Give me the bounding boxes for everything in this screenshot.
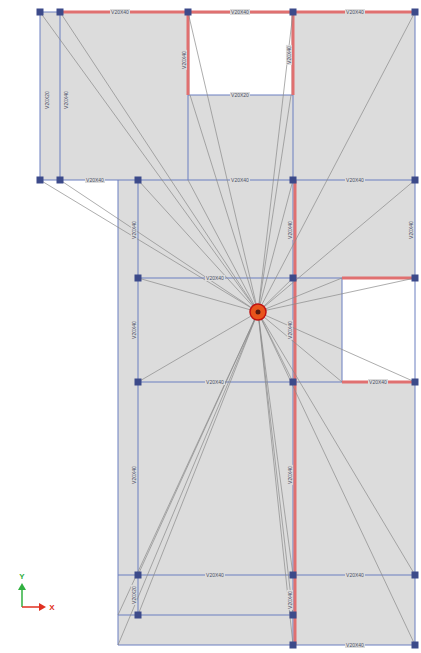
column-symbol <box>412 642 419 649</box>
column-symbol <box>412 275 419 282</box>
column-symbols <box>37 9 419 649</box>
diaphragm-link <box>188 12 258 312</box>
beam-label: V20X40 <box>205 275 225 281</box>
beam-lines <box>40 12 415 645</box>
column-symbol <box>135 572 142 579</box>
beam-label: V20X40 <box>286 45 292 65</box>
diaphragm-link <box>258 312 415 382</box>
diaphragm-link <box>258 278 342 312</box>
beam-label: V20X40 <box>368 379 388 385</box>
column-symbol <box>290 9 297 16</box>
opening <box>190 14 417 382</box>
diaphragm-link <box>60 180 258 312</box>
axis-label: X <box>48 603 55 612</box>
diaphragm-link <box>258 278 415 312</box>
beam-label: V20X40 <box>345 642 365 648</box>
column-symbol <box>37 9 44 16</box>
beam-label: V20X40 <box>63 90 69 110</box>
diaphragm-link <box>258 180 415 312</box>
column-symbol <box>135 177 142 184</box>
column-symbol <box>412 379 419 386</box>
beam-label: V20X40 <box>230 177 250 183</box>
diaphragm-links <box>40 12 415 645</box>
diaphragm-link <box>138 312 258 382</box>
diaphragm-link <box>258 312 293 575</box>
beam-label: V20X40 <box>131 220 137 240</box>
beam-label: V20X20 <box>230 92 250 98</box>
column-symbol <box>290 572 297 579</box>
column-symbol <box>290 642 297 649</box>
beam-label: V20X40 <box>230 9 250 15</box>
mass-center <box>250 304 266 320</box>
column-symbol <box>290 379 297 386</box>
beam-label: V20X40 <box>287 590 293 610</box>
beam-label: V20X40 <box>345 177 365 183</box>
column-symbol <box>290 177 297 184</box>
column-symbol <box>290 275 297 282</box>
diaphragm-link <box>190 95 258 312</box>
diaphragm-link <box>118 312 258 645</box>
beam-label: V20X40 <box>131 465 137 485</box>
column-symbol <box>185 9 192 16</box>
beam-label: V20X20 <box>44 90 50 110</box>
diaphragm-link <box>60 12 258 312</box>
beam-label: V20X40 <box>287 465 293 485</box>
diaphragm-link <box>138 278 258 312</box>
beam-label: V20X40 <box>181 50 187 70</box>
column-symbol <box>412 9 419 16</box>
beam-label: V20X40 <box>85 177 105 183</box>
diaphragm-link <box>258 12 415 312</box>
diaphragm-link <box>40 12 258 312</box>
shear-walls <box>60 12 417 645</box>
column-symbol <box>135 379 142 386</box>
beam-label: V20X40 <box>131 320 137 340</box>
diaphragm-link <box>258 312 415 645</box>
axis-triad <box>18 583 46 611</box>
axis-label: Y <box>18 572 25 581</box>
diaphragm-link <box>258 312 342 382</box>
column-symbol <box>37 177 44 184</box>
column-symbol <box>57 9 64 16</box>
column-symbol <box>57 177 64 184</box>
column-symbol <box>290 612 297 619</box>
column-symbol <box>135 275 142 282</box>
beam-label: V20X40 <box>205 379 225 385</box>
beam-label: V20X40 <box>408 220 414 240</box>
beam-label: V20X40 <box>287 320 293 340</box>
diaphragm-link <box>258 95 291 312</box>
beam-label: V20X20 <box>131 585 137 605</box>
diaphragm-link <box>40 180 258 312</box>
diaphragm-link <box>258 12 293 312</box>
column-symbol <box>412 572 419 579</box>
beam-label: V20X40 <box>287 220 293 240</box>
column-symbol <box>412 177 419 184</box>
diaphragm-link <box>258 312 293 615</box>
beam-label: V20X40 <box>345 572 365 578</box>
diaphragm-link <box>258 180 293 312</box>
diaphragm-link <box>118 312 258 615</box>
beam-label: V20X40 <box>205 572 225 578</box>
diaphragm-link <box>258 312 293 645</box>
column-symbol <box>135 612 142 619</box>
diaphragm-link <box>138 312 258 615</box>
diaphragm-link <box>138 180 258 312</box>
beam-label: V20X40 <box>110 9 130 15</box>
beam-label: V20X40 <box>345 9 365 15</box>
